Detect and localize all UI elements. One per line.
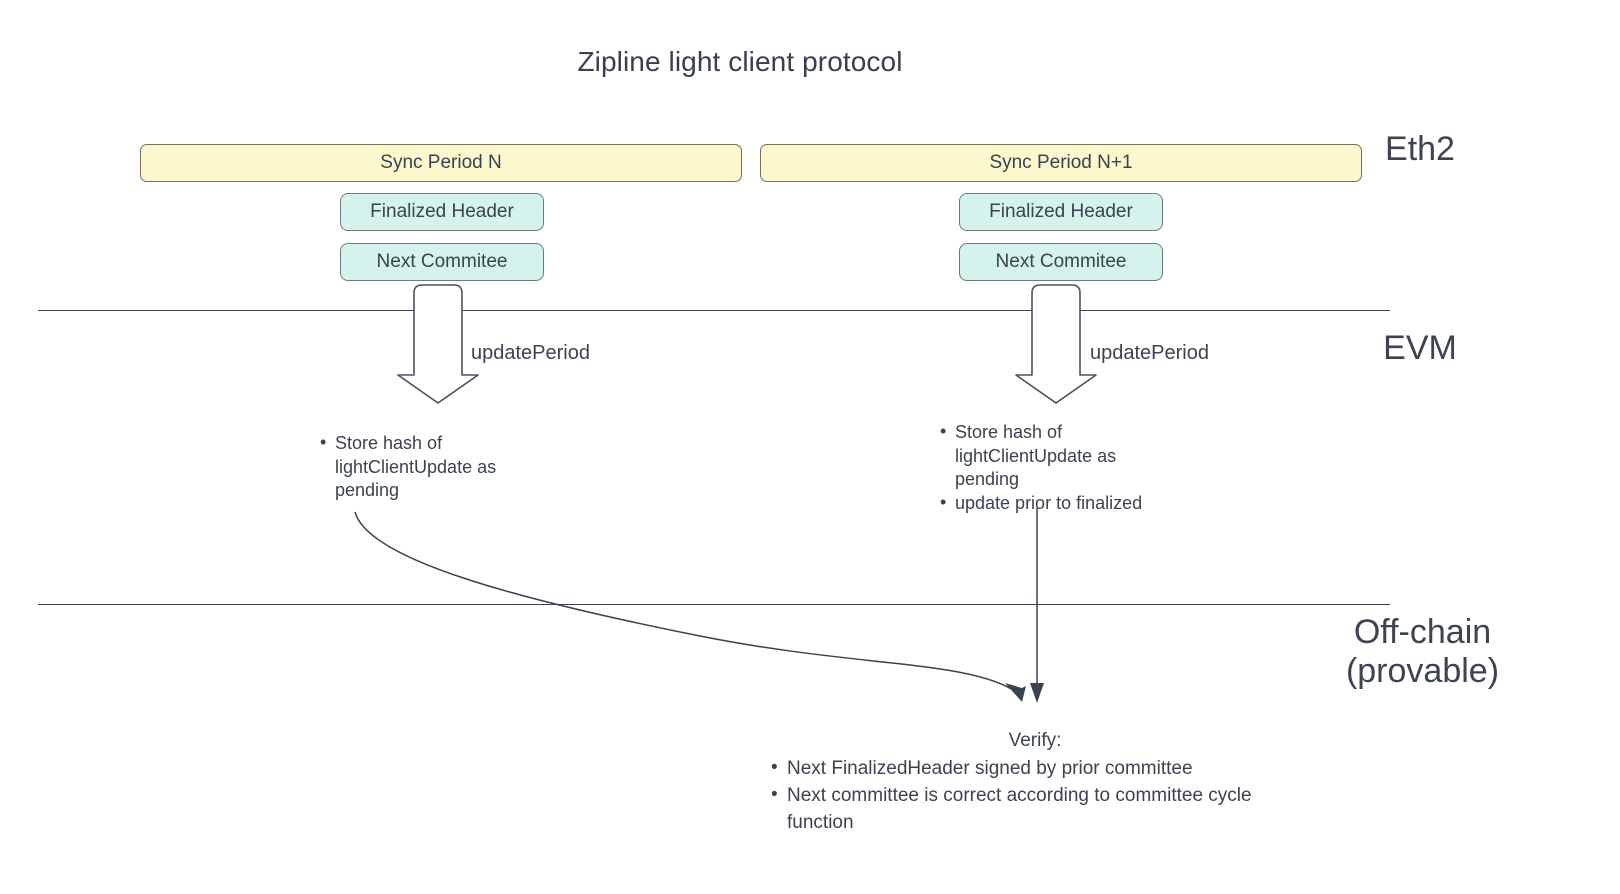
- list-item: Store hash of lightClientUpdate as pendi…: [320, 431, 520, 503]
- list-item: update prior to finalized: [940, 491, 1170, 516]
- connector-left-arrowhead-icon: [1005, 683, 1026, 702]
- edge-label-update-period-right: updatePeriod: [1090, 342, 1209, 364]
- lane-label-offchain: Off-chain (provable): [1345, 613, 1500, 691]
- list-item: Next FinalizedHeader signed by prior com…: [770, 754, 1310, 782]
- list-item: Store hash of lightClientUpdate as pendi…: [940, 420, 1170, 492]
- sync-period-n-plus-1-box[interactable]: Sync Period N+1: [760, 144, 1362, 182]
- evm-actions-right: Store hash of lightClientUpdate as pendi…: [940, 420, 1170, 516]
- evm-actions-right-list: Store hash of lightClientUpdate as pendi…: [940, 420, 1170, 516]
- lane-label-eth2: Eth2: [1385, 130, 1455, 168]
- lane-divider-eth2-evm: [38, 310, 1390, 311]
- connector-left-pending-to-verify: [354, 511, 1020, 695]
- evm-actions-left: Store hash of lightClientUpdate as pendi…: [320, 431, 520, 503]
- verify-heading: Verify:: [1008, 730, 1062, 751]
- verify-list: Next FinalizedHeader signed by prior com…: [770, 754, 1310, 836]
- edge-label-update-period-left: updatePeriod: [471, 342, 590, 364]
- lane-label-evm: EVM: [1383, 329, 1457, 367]
- next-commitee-n-plus-1-box[interactable]: Next Commitee: [959, 243, 1163, 281]
- sync-period-n-box[interactable]: Sync Period N: [140, 144, 742, 182]
- list-item: Next committee is correct according to c…: [770, 781, 1310, 836]
- finalized-header-n-plus-1-box[interactable]: Finalized Header: [959, 193, 1163, 231]
- next-commitee-n-box[interactable]: Next Commitee: [340, 243, 544, 281]
- verify-block: Verify: Next FinalizedHeader signed by p…: [770, 727, 1310, 836]
- update-period-left-block-arrow-icon: [397, 284, 479, 404]
- page-title: Zipline light client protocol: [577, 46, 903, 77]
- evm-actions-left-list: Store hash of lightClientUpdate as pendi…: [320, 431, 520, 503]
- finalized-header-n-box[interactable]: Finalized Header: [340, 193, 544, 231]
- connector-right-arrowhead-icon: [1030, 683, 1044, 703]
- lane-divider-evm-offchain: [38, 604, 1390, 605]
- update-period-right-block-arrow-icon: [1015, 284, 1097, 404]
